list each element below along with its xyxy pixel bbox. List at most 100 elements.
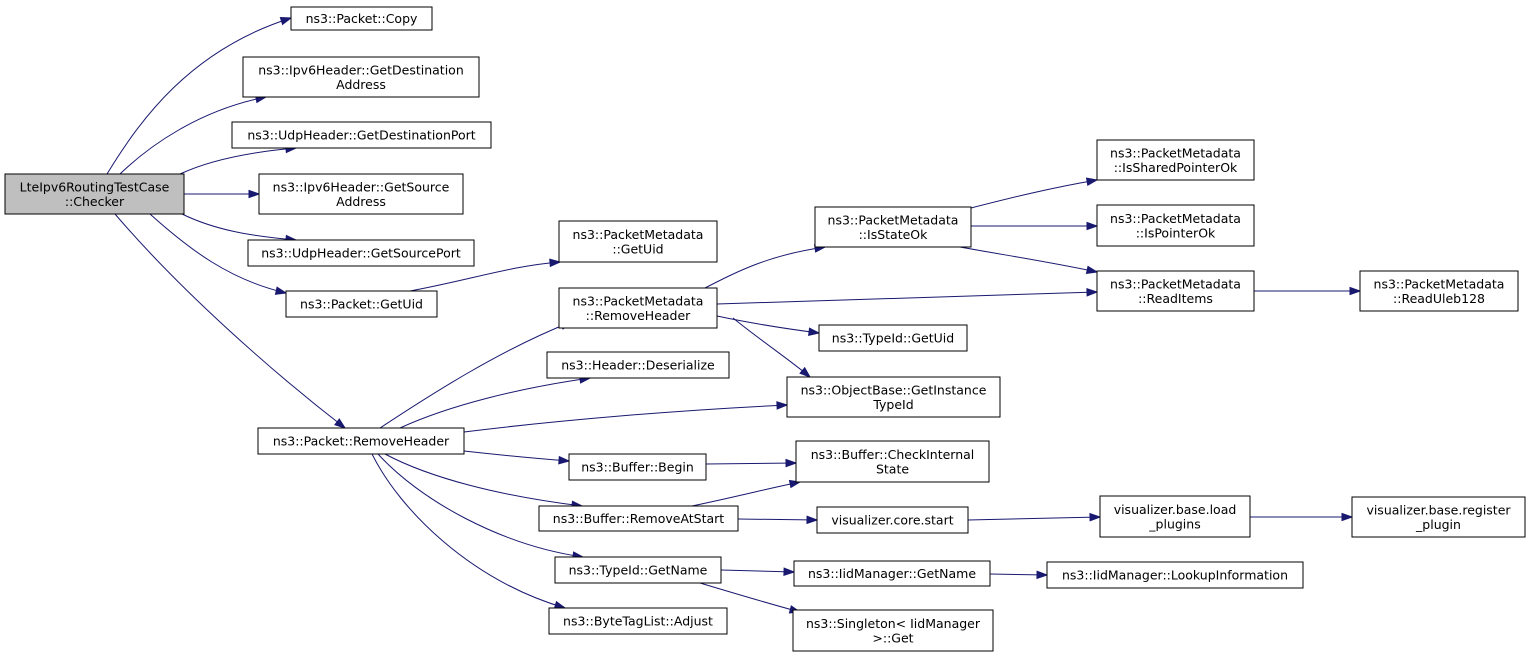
node-label-line: ns3::Packet::RemoveHeader [273, 434, 450, 449]
node-visload[interactable]: visualizer.base.load_plugins [1099, 495, 1251, 538]
node-udpsrc[interactable]: ns3::UdpHeader::GetSourcePort [247, 239, 475, 267]
node-box [1359, 270, 1519, 312]
edge-iidname-to-iidlookup [989, 570, 1049, 580]
node-btladj[interactable]: ns3::ByteTagList::Adjust [548, 607, 728, 635]
node-box [1046, 561, 1304, 589]
node-label-line: ns3::TypeId::GetUid [832, 331, 954, 346]
edge-pmread-to-pmuleb [1254, 286, 1362, 296]
arrowhead [806, 515, 819, 525]
node-label-line: ns3::Buffer::CheckInternal [811, 447, 975, 462]
node-label-line: ns3::UdpHeader::GetSourcePort [261, 246, 461, 261]
edge-pmrmh-to-tiduid [716, 315, 821, 336]
node-tiduid[interactable]: ns3::TypeId::GetUid [818, 324, 968, 352]
node-box [558, 287, 718, 329]
node-bufrm[interactable]: ns3::Buffer::RemoveAtStart [538, 505, 739, 532]
node-box [1096, 204, 1255, 247]
node-box [568, 453, 707, 481]
node-label-line: ns3::PacketMetadata [1110, 276, 1241, 291]
node-label-line: ::IsStateOk [859, 227, 929, 242]
node-viscore[interactable]: visualizer.core.start [816, 506, 969, 534]
node-label-line: ns3::Buffer::Begin [581, 460, 694, 475]
arrowhead [248, 189, 261, 199]
nodes-layer: LteIpv6RoutingTestCase::Checkerns3::Pack… [4, 6, 1526, 652]
node-label-line: ns3::Ipv6Header::GetSource [273, 179, 450, 194]
node-label-line: ::IsPointerOk [1136, 225, 1216, 240]
edge-pktuid-to-pmuid [409, 258, 562, 292]
node-label-line: ns3::UdpHeader::GetDestinationPort [247, 128, 475, 143]
edge-pmstate-to-pmshared [970, 177, 1099, 209]
edge-pmrmh-to-obtid [732, 317, 812, 378]
node-pmrmh[interactable]: ns3::PacketMetadata::RemoveHeader [558, 287, 718, 329]
node-pmshared[interactable]: ns3::PacketMetadata::IsSharedPointerOk [1096, 139, 1255, 181]
node-pmstate[interactable]: ns3::PacketMetadata::IsStateOk [814, 206, 972, 248]
node-pmptr[interactable]: ns3::PacketMetadata::IsPointerOk [1096, 204, 1255, 247]
arrowhead [274, 286, 288, 295]
edges-layer [106, 17, 1362, 614]
node-pktrmh[interactable]: ns3::Packet::RemoveHeader [257, 427, 465, 455]
edge-pktrmh-to-bufbeg [463, 450, 571, 465]
node-label-line: >::Get [872, 630, 913, 645]
arrowhead [1349, 286, 1362, 296]
node-iidlookup[interactable]: ns3::IidManager::LookupInformation [1046, 561, 1304, 589]
arrowhead [1089, 512, 1102, 522]
node-box [786, 376, 1001, 418]
node-box [231, 121, 492, 149]
node-label-line: ns3::Buffer::RemoveAtStart [553, 511, 725, 526]
edge-bufrm-to-bufchk [691, 479, 802, 507]
edge-pktrmh-to-hdrdes [399, 375, 592, 429]
node-pmuleb[interactable]: ns3::PacketMetadata::ReadUleb128 [1359, 270, 1519, 312]
node-box [554, 556, 722, 584]
edge-pktrmh-to-pmrmh [379, 321, 573, 429]
node-tidname[interactable]: ns3::TypeId::GetName [554, 556, 722, 584]
node-visreg[interactable]: visualizer.base.register_plugin [1351, 496, 1526, 538]
node-label-line: ns3::IidManager::GetName [808, 566, 976, 581]
node-box [816, 506, 969, 534]
arrowhead [334, 418, 347, 429]
edge-visload-to-visreg [1250, 512, 1354, 522]
arrowhead [1341, 512, 1354, 522]
edge-pmstate-to-pmread [959, 246, 1099, 275]
node-copy[interactable]: ns3::Packet::Copy [290, 6, 433, 31]
node-label-line: ns3::ObjectBase::GetInstance [801, 382, 987, 397]
node-box [1096, 139, 1255, 181]
edge-root-to-ipv6src [184, 189, 261, 199]
node-label-line: ::IsSharedPointerOk [1114, 160, 1238, 175]
node-root[interactable]: LteIpv6RoutingTestCase::Checker [4, 173, 185, 215]
node-label-line: _plugin [1415, 517, 1461, 532]
edge-bufrm-to-viscore [737, 515, 819, 525]
node-label-line: ::Checker [65, 194, 125, 209]
node-label-line: LteIpv6RoutingTestCase [20, 179, 170, 194]
arrowhead [785, 458, 798, 468]
node-label-line: ::RemoveHeader [586, 308, 692, 323]
node-label-line: ns3::Header::Deserialize [561, 358, 715, 373]
node-box [558, 220, 718, 263]
edge-pktrmh-to-btladj [371, 453, 567, 610]
node-box [814, 206, 972, 248]
node-pktuid[interactable]: ns3::Packet::GetUid [285, 290, 438, 318]
node-label-line: visualizer.base.load [1114, 502, 1237, 517]
node-pmread[interactable]: ns3::PacketMetadata::ReadItems [1096, 270, 1255, 312]
node-label-line: Address [336, 77, 386, 92]
node-hdrdes[interactable]: ns3::Header::Deserialize [546, 351, 730, 379]
edge-root-to-udpsrc [181, 213, 298, 244]
node-iidname[interactable]: ns3::IidManager::GetName [793, 560, 991, 587]
node-udpdst[interactable]: ns3::UdpHeader::GetDestinationPort [231, 121, 492, 149]
edge-pktrmh-to-obtid [463, 401, 789, 433]
node-box [285, 290, 438, 318]
node-pmuid[interactable]: ns3::PacketMetadata::GetUid [558, 220, 718, 263]
node-bufbeg[interactable]: ns3::Buffer::Begin [568, 453, 707, 481]
arrowhead [776, 401, 789, 410]
node-label-line: ::ReadItems [1138, 291, 1213, 306]
edge-root-to-pktuid [149, 213, 288, 295]
edge-pmrmh-to-pmread [716, 287, 1099, 305]
node-singget[interactable]: ns3::Singleton< IidManager>::Get [792, 609, 994, 652]
node-label-line: ns3::PacketMetadata [573, 293, 704, 308]
node-box [4, 173, 185, 215]
node-box [818, 324, 968, 352]
arrowhead [808, 327, 821, 336]
